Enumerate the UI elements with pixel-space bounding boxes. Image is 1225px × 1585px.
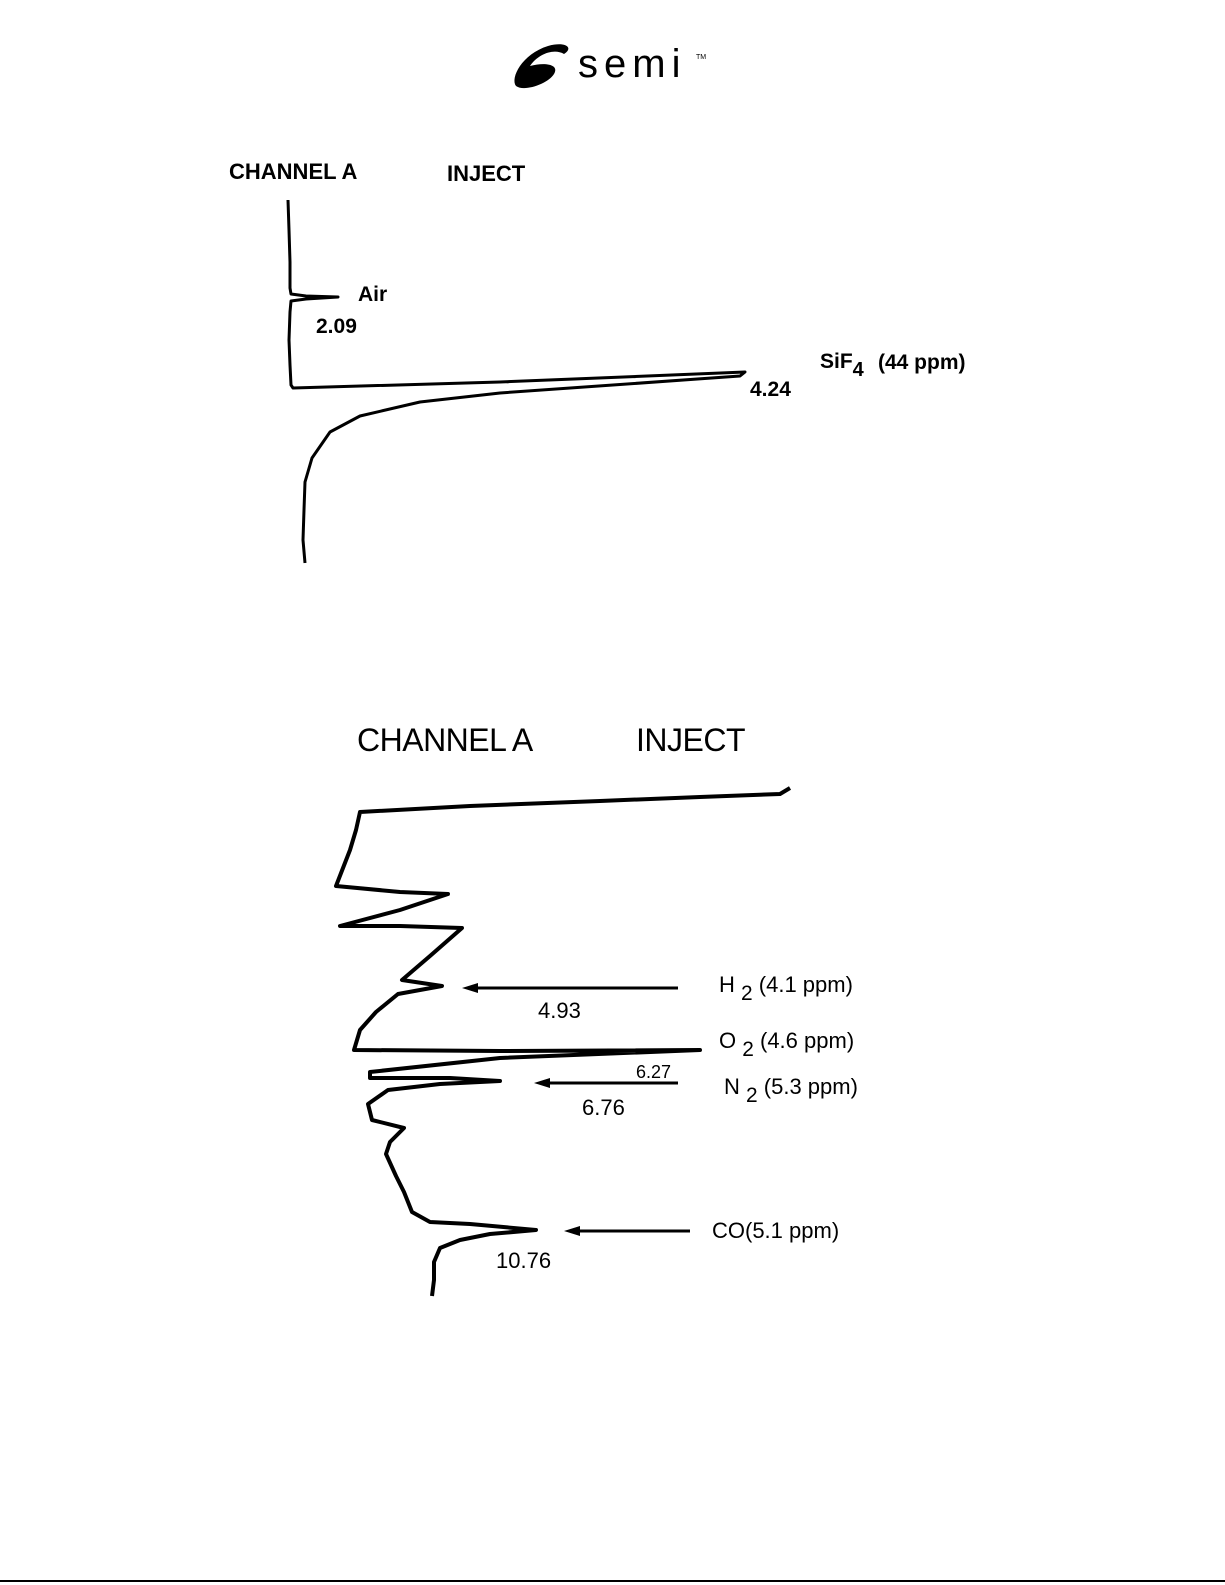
peak-label-co: CO(5.1 ppm) (712, 1218, 839, 1244)
peak-conc: (4.1 ppm) (759, 972, 853, 997)
peak-name: H (719, 972, 735, 997)
arrow-h2 (462, 983, 678, 993)
peak-time-h2: 4.93 (538, 998, 581, 1024)
peak-time-o2: 6.27 (636, 1062, 671, 1083)
peak-conc: (5.3 ppm) (764, 1074, 858, 1099)
peak-time-n2: 6.76 (582, 1095, 625, 1121)
peak-time-co: 10.76 (496, 1248, 551, 1274)
peak-name-subscript: 2 (741, 982, 753, 1005)
peak-label-o2: O 2 (4.6 ppm) (719, 1028, 854, 1054)
peak-name: CO (712, 1218, 745, 1243)
peak-conc: (4.6 ppm) (760, 1028, 854, 1053)
peak-conc: (5.1 ppm) (745, 1218, 839, 1243)
peak-name: N (724, 1074, 740, 1099)
peak-label-h2: H 2 (4.1 ppm) (719, 972, 853, 998)
arrow-co (564, 1226, 690, 1236)
peak-name-subscript: 2 (746, 1084, 758, 1107)
peak-label-n2: N 2 (5.3 ppm) (724, 1074, 858, 1100)
page-bottom-rule (0, 1580, 1225, 1582)
peak-name-subscript: 2 (742, 1038, 754, 1061)
peak-name: O (719, 1028, 736, 1053)
